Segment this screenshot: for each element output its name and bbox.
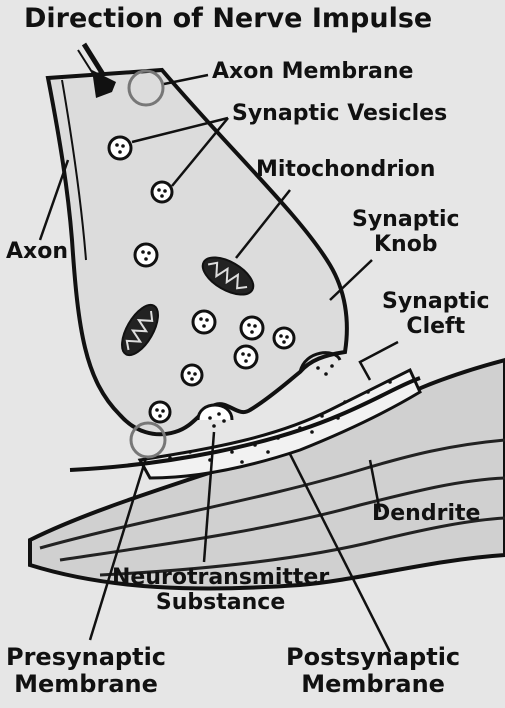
leader-axon xyxy=(40,160,68,240)
vesicle xyxy=(182,365,202,385)
label-mitochondrion: Mitochondrion xyxy=(256,158,435,183)
label-synaptic-vesicles: Synaptic Vesicles xyxy=(232,102,447,127)
label-synaptic-knob-line2: Knob xyxy=(352,233,460,258)
label-synaptic-cleft-line1: Synaptic xyxy=(382,290,490,315)
label-neurotransmitter-substance: Neurotransmitter Substance xyxy=(112,566,329,615)
vesicle xyxy=(235,346,257,368)
label-synaptic-cleft: Synaptic Cleft xyxy=(382,290,490,339)
label-neurotransmitter-line1: Neurotransmitter xyxy=(112,566,329,591)
vesicle xyxy=(109,137,131,159)
label-synaptic-knob-line1: Synaptic xyxy=(352,208,460,233)
fusing-vesicle xyxy=(198,405,232,428)
label-synaptic-cleft-line2: Cleft xyxy=(382,315,490,340)
vesicle xyxy=(241,317,263,339)
diagram-title: Direction of Nerve Impulse xyxy=(24,4,432,34)
label-presynaptic-membrane: Presynaptic Membrane xyxy=(6,644,166,698)
vesicle xyxy=(135,244,157,266)
vesicle xyxy=(274,328,294,348)
label-synaptic-knob: Synaptic Knob xyxy=(352,208,460,257)
label-postsynaptic-line2: Membrane xyxy=(286,671,460,698)
label-presynaptic-line2: Membrane xyxy=(6,671,166,698)
vesicle xyxy=(150,402,170,422)
label-axon: Axon xyxy=(6,240,68,265)
label-axon-membrane: Axon Membrane xyxy=(212,60,413,85)
vesicle xyxy=(193,311,215,333)
label-dendrite: Dendrite xyxy=(372,502,480,527)
label-postsynaptic-line1: Postsynaptic xyxy=(286,644,460,671)
vesicle xyxy=(152,182,172,202)
label-neurotransmitter-line2: Substance xyxy=(112,591,329,616)
label-presynaptic-line1: Presynaptic xyxy=(6,644,166,671)
label-postsynaptic-membrane: Postsynaptic Membrane xyxy=(286,644,460,698)
leader-synaptic-cleft xyxy=(360,342,398,380)
